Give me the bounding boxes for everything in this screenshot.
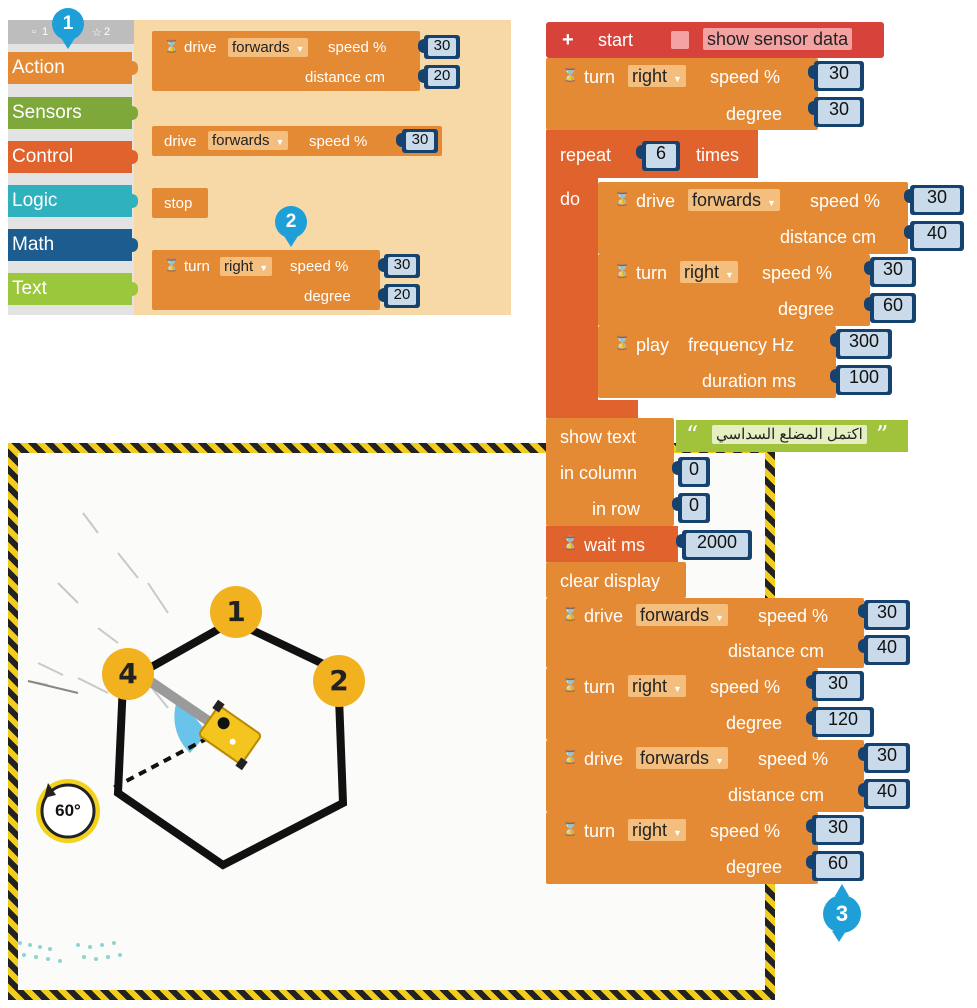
corner-marker-2: 2	[313, 655, 365, 707]
distance-input[interactable]: 40	[858, 779, 910, 809]
tab-left[interactable]: 1	[42, 26, 49, 38]
tab-right[interactable]: 2	[104, 26, 111, 38]
show-sensor-data-label[interactable]: show sensor data	[703, 28, 853, 50]
row-input[interactable]: 0	[672, 493, 710, 523]
repeat-footer	[546, 400, 638, 418]
speed-input[interactable]: 30	[864, 257, 916, 287]
text-string-block[interactable]: “ اكتمل المضلع السداسي ”	[676, 420, 908, 452]
distance-input[interactable]: 20	[418, 65, 460, 89]
degree-input[interactable]: 60	[806, 851, 864, 881]
speed-input[interactable]: 30	[418, 35, 460, 59]
distance-input[interactable]: 40	[904, 221, 964, 251]
hourglass-icon: ⌛	[562, 677, 579, 692]
palette-drive-distance-block[interactable]: ⌛ drive forwards▼ speed % 30 distance cm…	[152, 31, 460, 91]
turn-block-b[interactable]: ⌛ turn right▼ speed % 30 degree 60	[546, 812, 864, 884]
block-palette: ▫ 1 ☆ 2 Action Sensors Control Logic Mat…	[8, 20, 511, 315]
category-sensors[interactable]: Sensors	[8, 97, 138, 129]
direction-dropdown[interactable]: right▼	[680, 261, 738, 283]
hourglass-icon: ⌛	[562, 67, 579, 82]
category-math[interactable]: Math	[8, 229, 138, 261]
palette-drive-block[interactable]: drive forwards▼ speed % 30	[152, 126, 442, 156]
speed-input[interactable]: 30	[806, 671, 864, 701]
angle-wedge	[174, 698, 208, 753]
turn-block-a[interactable]: ⌛ turn right▼ speed % 30 degree 120	[546, 668, 874, 740]
degree-input[interactable]: 60	[864, 293, 916, 323]
loop-drive-block[interactable]: ⌛ drive forwards▼ speed % 30 distance cm…	[598, 182, 964, 254]
tab-icon-left[interactable]: ▫	[32, 26, 36, 38]
hourglass-icon: ⌛	[614, 335, 631, 350]
loop-play-block[interactable]: ⌛ play frequency Hz 300 duration ms 100	[598, 326, 892, 398]
wait-block[interactable]: ⌛ wait ms	[546, 526, 678, 562]
direction-dropdown[interactable]: right▼	[628, 65, 686, 87]
rotation-icon	[36, 779, 100, 843]
speed-input[interactable]: 30	[378, 254, 420, 278]
frequency-input[interactable]: 300	[830, 329, 892, 359]
show-text-block[interactable]: show text in column in row	[546, 418, 674, 526]
column-input[interactable]: 0	[672, 457, 710, 487]
corner-marker-4: 4	[102, 648, 154, 700]
repeat-block[interactable]: repeat 6 times	[546, 130, 758, 178]
hourglass-icon: ⌛	[562, 606, 579, 621]
category-action[interactable]: Action	[8, 52, 138, 84]
turn-block[interactable]: ⌛ turn right▼ speed % 30 degree 30	[546, 58, 864, 130]
hourglass-icon: ⌛	[614, 191, 631, 206]
direction-dropdown[interactable]: forwards▼	[688, 189, 780, 211]
clear-display-block[interactable]: clear display	[546, 562, 686, 598]
hourglass-icon: ⌛	[562, 749, 579, 764]
repeat-count-input[interactable]: 6	[636, 141, 680, 171]
direction-dropdown[interactable]: forwards▼	[228, 38, 309, 57]
direction-dropdown[interactable]: forwards▼	[208, 131, 289, 150]
text-value-field[interactable]: اكتمل المضلع السداسي	[712, 425, 867, 444]
speed-input[interactable]: 30	[858, 600, 910, 630]
loop-turn-block[interactable]: ⌛ turn right▼ speed % 30 degree 60	[598, 254, 916, 326]
drive-block-b[interactable]: ⌛ drive forwards▼ speed % 30 distance cm…	[546, 740, 910, 812]
start-block[interactable]: + start show sensor data	[546, 22, 884, 58]
wait-ms-input[interactable]: 2000	[676, 530, 752, 560]
degree-input[interactable]: 30	[808, 97, 864, 127]
robot-icon	[198, 699, 262, 771]
hourglass-icon: ⌛	[164, 258, 179, 272]
watermark-dots-icon	[18, 941, 122, 963]
duration-input[interactable]: 100	[830, 365, 892, 395]
speed-input[interactable]: 30	[858, 743, 910, 773]
callout-3: 3	[823, 895, 861, 942]
hourglass-icon: ⌛	[614, 263, 631, 278]
callout-3-pointer	[835, 884, 849, 896]
category-control[interactable]: Control	[8, 141, 138, 173]
hourglass-icon: ⌛	[562, 821, 579, 836]
category-text[interactable]: Text	[8, 273, 138, 305]
direction-dropdown[interactable]: right▼	[220, 257, 273, 276]
speed-input[interactable]: 30	[396, 129, 438, 153]
hourglass-icon: ⌛	[562, 535, 579, 550]
category-logic[interactable]: Logic	[8, 185, 138, 217]
palette-turn-block[interactable]: ⌛ turn right▼ speed % 30 degree 20	[152, 250, 420, 310]
sensor-checkbox[interactable]	[671, 31, 689, 49]
rotation-angle-label: 60°	[55, 801, 81, 820]
callout-1: 1	[52, 8, 84, 49]
repeat-do-rail: do	[546, 178, 598, 418]
direction-dropdown[interactable]: forwards▼	[636, 604, 728, 626]
direction-dropdown[interactable]: forwards▼	[636, 747, 728, 769]
callout-2: 2	[275, 206, 307, 247]
degree-input[interactable]: 120	[806, 707, 874, 737]
palette-stop-block[interactable]: stop	[152, 188, 208, 218]
degree-input[interactable]: 20	[378, 284, 420, 308]
hourglass-icon: ⌛	[164, 39, 179, 53]
corner-marker-1: 1	[210, 586, 262, 638]
direction-dropdown[interactable]: right▼	[628, 819, 686, 841]
distance-input[interactable]: 40	[858, 635, 910, 665]
speed-input[interactable]: 30	[806, 815, 864, 845]
speed-input[interactable]: 30	[808, 61, 864, 91]
star-icon[interactable]: ☆	[92, 27, 102, 39]
speed-input[interactable]: 30	[904, 185, 964, 215]
direction-dropdown[interactable]: right▼	[628, 675, 686, 697]
drive-block-a[interactable]: ⌛ drive forwards▼ speed % 30 distance cm…	[546, 598, 910, 668]
